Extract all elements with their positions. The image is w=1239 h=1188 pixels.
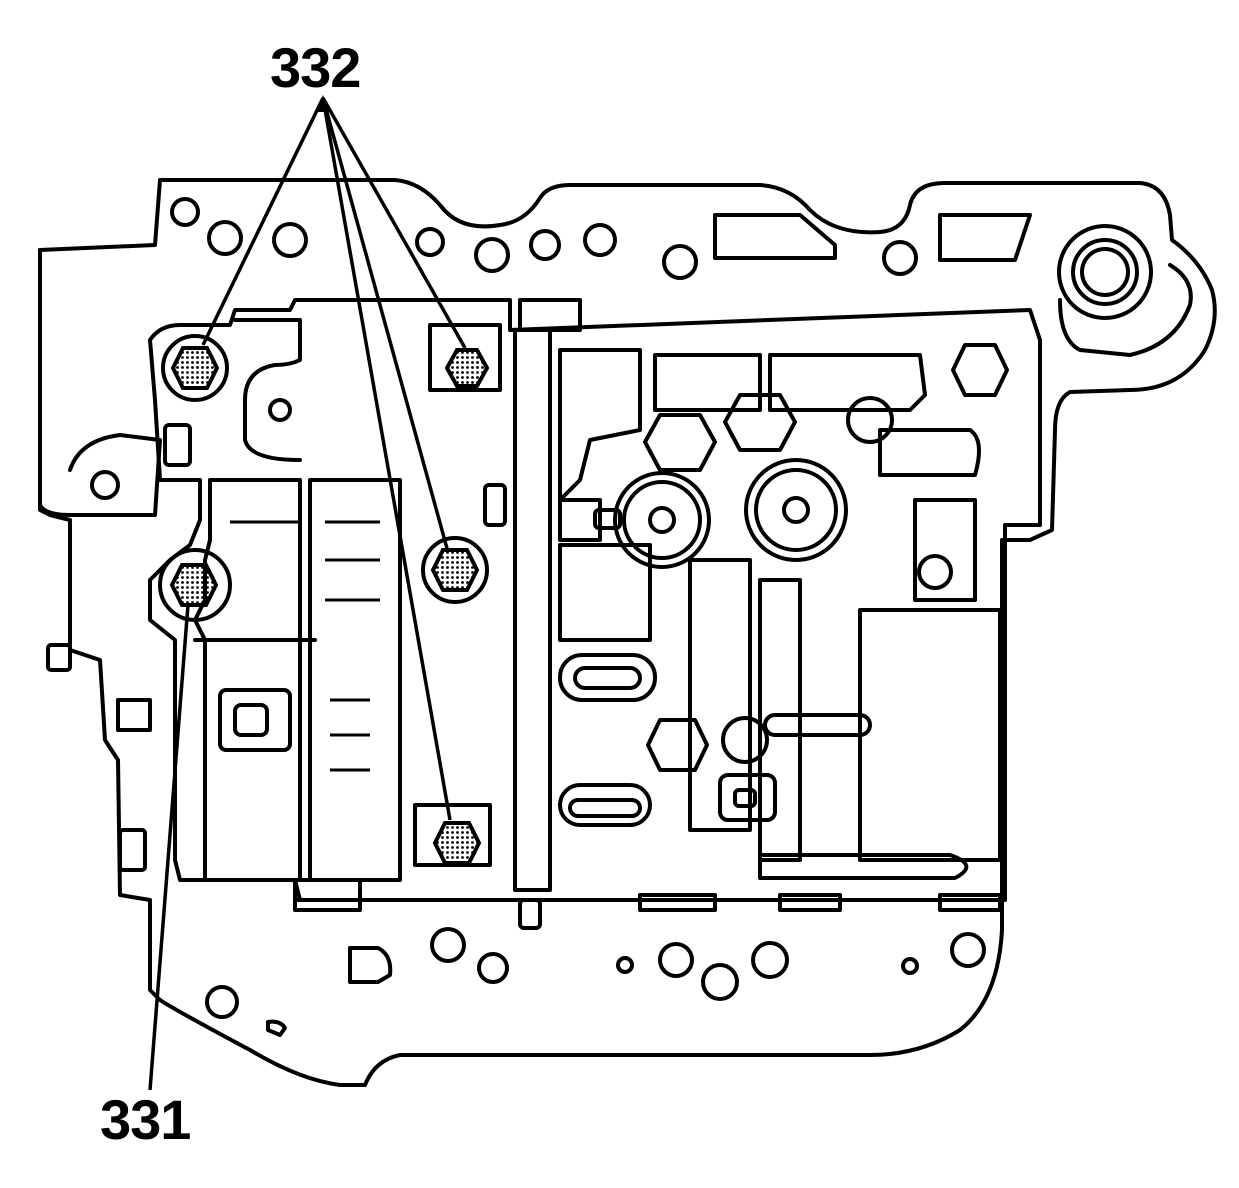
hex-plugs xyxy=(643,343,1009,772)
valve-channels xyxy=(558,348,1002,862)
accumulator-housing xyxy=(233,318,302,462)
valve-body-block xyxy=(148,298,1042,902)
slotted-ports xyxy=(558,653,969,880)
bolt-332-lower xyxy=(413,803,492,867)
upper-slot-right xyxy=(938,213,1032,262)
middle-bar xyxy=(483,298,582,892)
left-tab xyxy=(163,423,192,467)
bolt-332-upper-right xyxy=(428,323,502,392)
bracket-hole xyxy=(90,470,120,500)
upper-holes xyxy=(170,197,918,280)
upper-slot-left xyxy=(713,213,837,260)
left-bracket xyxy=(38,248,162,517)
round-bosses xyxy=(593,458,848,569)
bolt-332-middle xyxy=(421,536,489,604)
leader-lines xyxy=(148,95,467,1091)
bolt-332-upper-left xyxy=(161,334,229,402)
small-port xyxy=(268,398,292,422)
bolt-331 xyxy=(158,548,232,622)
bottom-rail xyxy=(293,878,1002,930)
housing-outline xyxy=(38,178,1217,1087)
callout-label-331: 331 xyxy=(100,1088,191,1151)
left-tabs xyxy=(46,643,152,872)
ribbed-stack xyxy=(193,478,402,882)
lower-holes xyxy=(205,927,986,1037)
callout-label-332: 332 xyxy=(270,36,361,99)
right-boss xyxy=(1057,224,1193,357)
